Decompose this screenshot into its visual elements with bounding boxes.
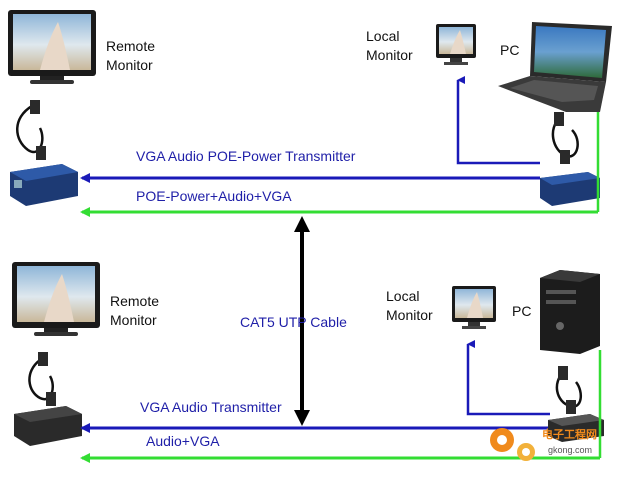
remote-monitor-bottom-icon xyxy=(12,262,100,336)
vga-cable-top-right-icon xyxy=(551,112,579,164)
bottom-green-line-label: Audio+VGA xyxy=(146,433,220,449)
local-monitor-bottom-icon xyxy=(452,286,496,329)
cat5-cable-label: CAT5 UTP Cable xyxy=(240,314,347,330)
watermark-gear-icon xyxy=(490,428,535,461)
local-monitor-bottom-label-line2: Monitor xyxy=(386,307,433,323)
local-monitor-top-label-line2: Monitor xyxy=(366,47,413,63)
laptop-icon xyxy=(498,22,612,112)
top-blue-line-label: VGA Audio POE-Power Transmitter xyxy=(136,148,356,164)
receiver-box-top-icon xyxy=(10,164,78,206)
transmitter-box-bottom-icon xyxy=(548,414,604,442)
bottom-blue-line-label: VGA Audio Transmitter xyxy=(140,399,282,415)
bottom-local-monitor-link xyxy=(466,340,550,416)
receiver-box-bottom-icon xyxy=(14,406,82,446)
transmitter-box-top-icon xyxy=(540,172,600,206)
pc-top-label: PC xyxy=(500,42,520,58)
watermark-domain: gkong.com xyxy=(548,445,593,455)
remote-monitor-top-icon xyxy=(8,10,96,84)
vga-cable-bottom-right-icon xyxy=(555,366,583,414)
remote-monitor-bottom-label-line2: Monitor xyxy=(110,312,157,328)
remote-monitor-top-label-line2: Monitor xyxy=(106,57,153,73)
watermark-text-cn: 电子工程网 xyxy=(542,429,597,441)
remote-monitor-bottom-label-line1: Remote xyxy=(110,293,160,309)
local-monitor-bottom-label-line1: Local xyxy=(386,288,420,304)
vga-cable-top-left-icon xyxy=(16,100,46,160)
vga-cable-bottom-left-icon xyxy=(28,352,56,406)
top-green-line-label: POE-Power+Audio+VGA xyxy=(136,188,292,204)
pc-bottom-label: PC xyxy=(512,303,532,319)
local-monitor-top-label-line1: Local xyxy=(366,28,400,44)
pc-tower-icon xyxy=(540,270,600,354)
remote-monitor-top-label-line1: Remote xyxy=(106,38,156,54)
cat5-cable-arrow xyxy=(294,216,310,426)
top-local-monitor-link xyxy=(456,76,540,165)
local-monitor-top-icon xyxy=(436,24,476,65)
